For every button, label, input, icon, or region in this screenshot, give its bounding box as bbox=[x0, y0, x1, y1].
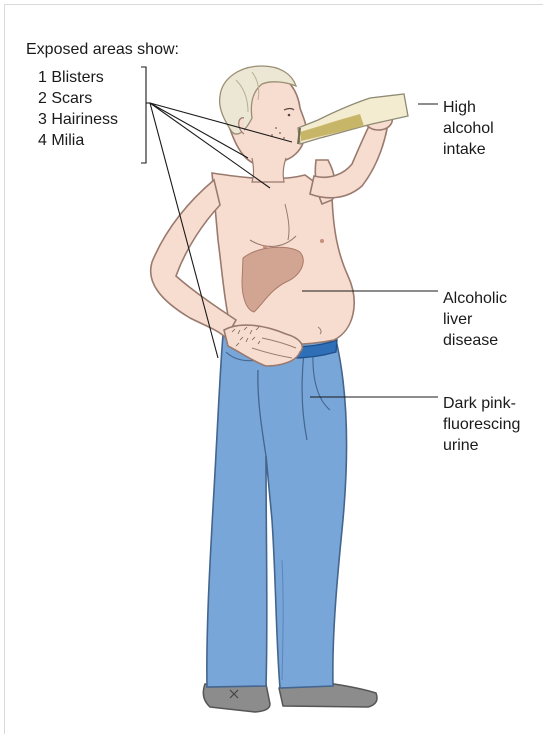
callout-line: Alcoholic bbox=[443, 288, 507, 309]
callout-line: High bbox=[443, 97, 494, 118]
callout-line: Dark pink- bbox=[443, 393, 520, 414]
line-to-hand bbox=[150, 103, 218, 358]
jeans bbox=[207, 335, 347, 688]
callout-line: urine bbox=[443, 435, 520, 456]
list-item-scars: 2 Scars bbox=[38, 88, 118, 109]
list-item-blisters: 1 Blisters bbox=[38, 67, 118, 88]
list-bracket bbox=[141, 67, 146, 163]
alcohol-callout: High alcohol intake bbox=[443, 97, 494, 160]
list-item-milia: 4 Milia bbox=[38, 130, 118, 151]
callout-line: disease bbox=[443, 330, 507, 351]
liver-callout: Alcoholic liver disease bbox=[443, 288, 507, 351]
exposed-areas-heading: Exposed areas show: bbox=[26, 39, 179, 60]
list-item-hairiness: 3 Hairiness bbox=[38, 109, 118, 130]
callout-line: fluorescing bbox=[443, 414, 520, 435]
callout-line: intake bbox=[443, 139, 494, 160]
urine-callout: Dark pink- fluorescing urine bbox=[443, 393, 520, 456]
callout-line: alcohol bbox=[443, 118, 494, 139]
head bbox=[220, 66, 307, 182]
bottle bbox=[298, 94, 408, 144]
exposed-areas-list: 1 Blisters 2 Scars 3 Hairiness 4 Milia bbox=[38, 67, 118, 151]
callout-line: liver bbox=[443, 309, 507, 330]
